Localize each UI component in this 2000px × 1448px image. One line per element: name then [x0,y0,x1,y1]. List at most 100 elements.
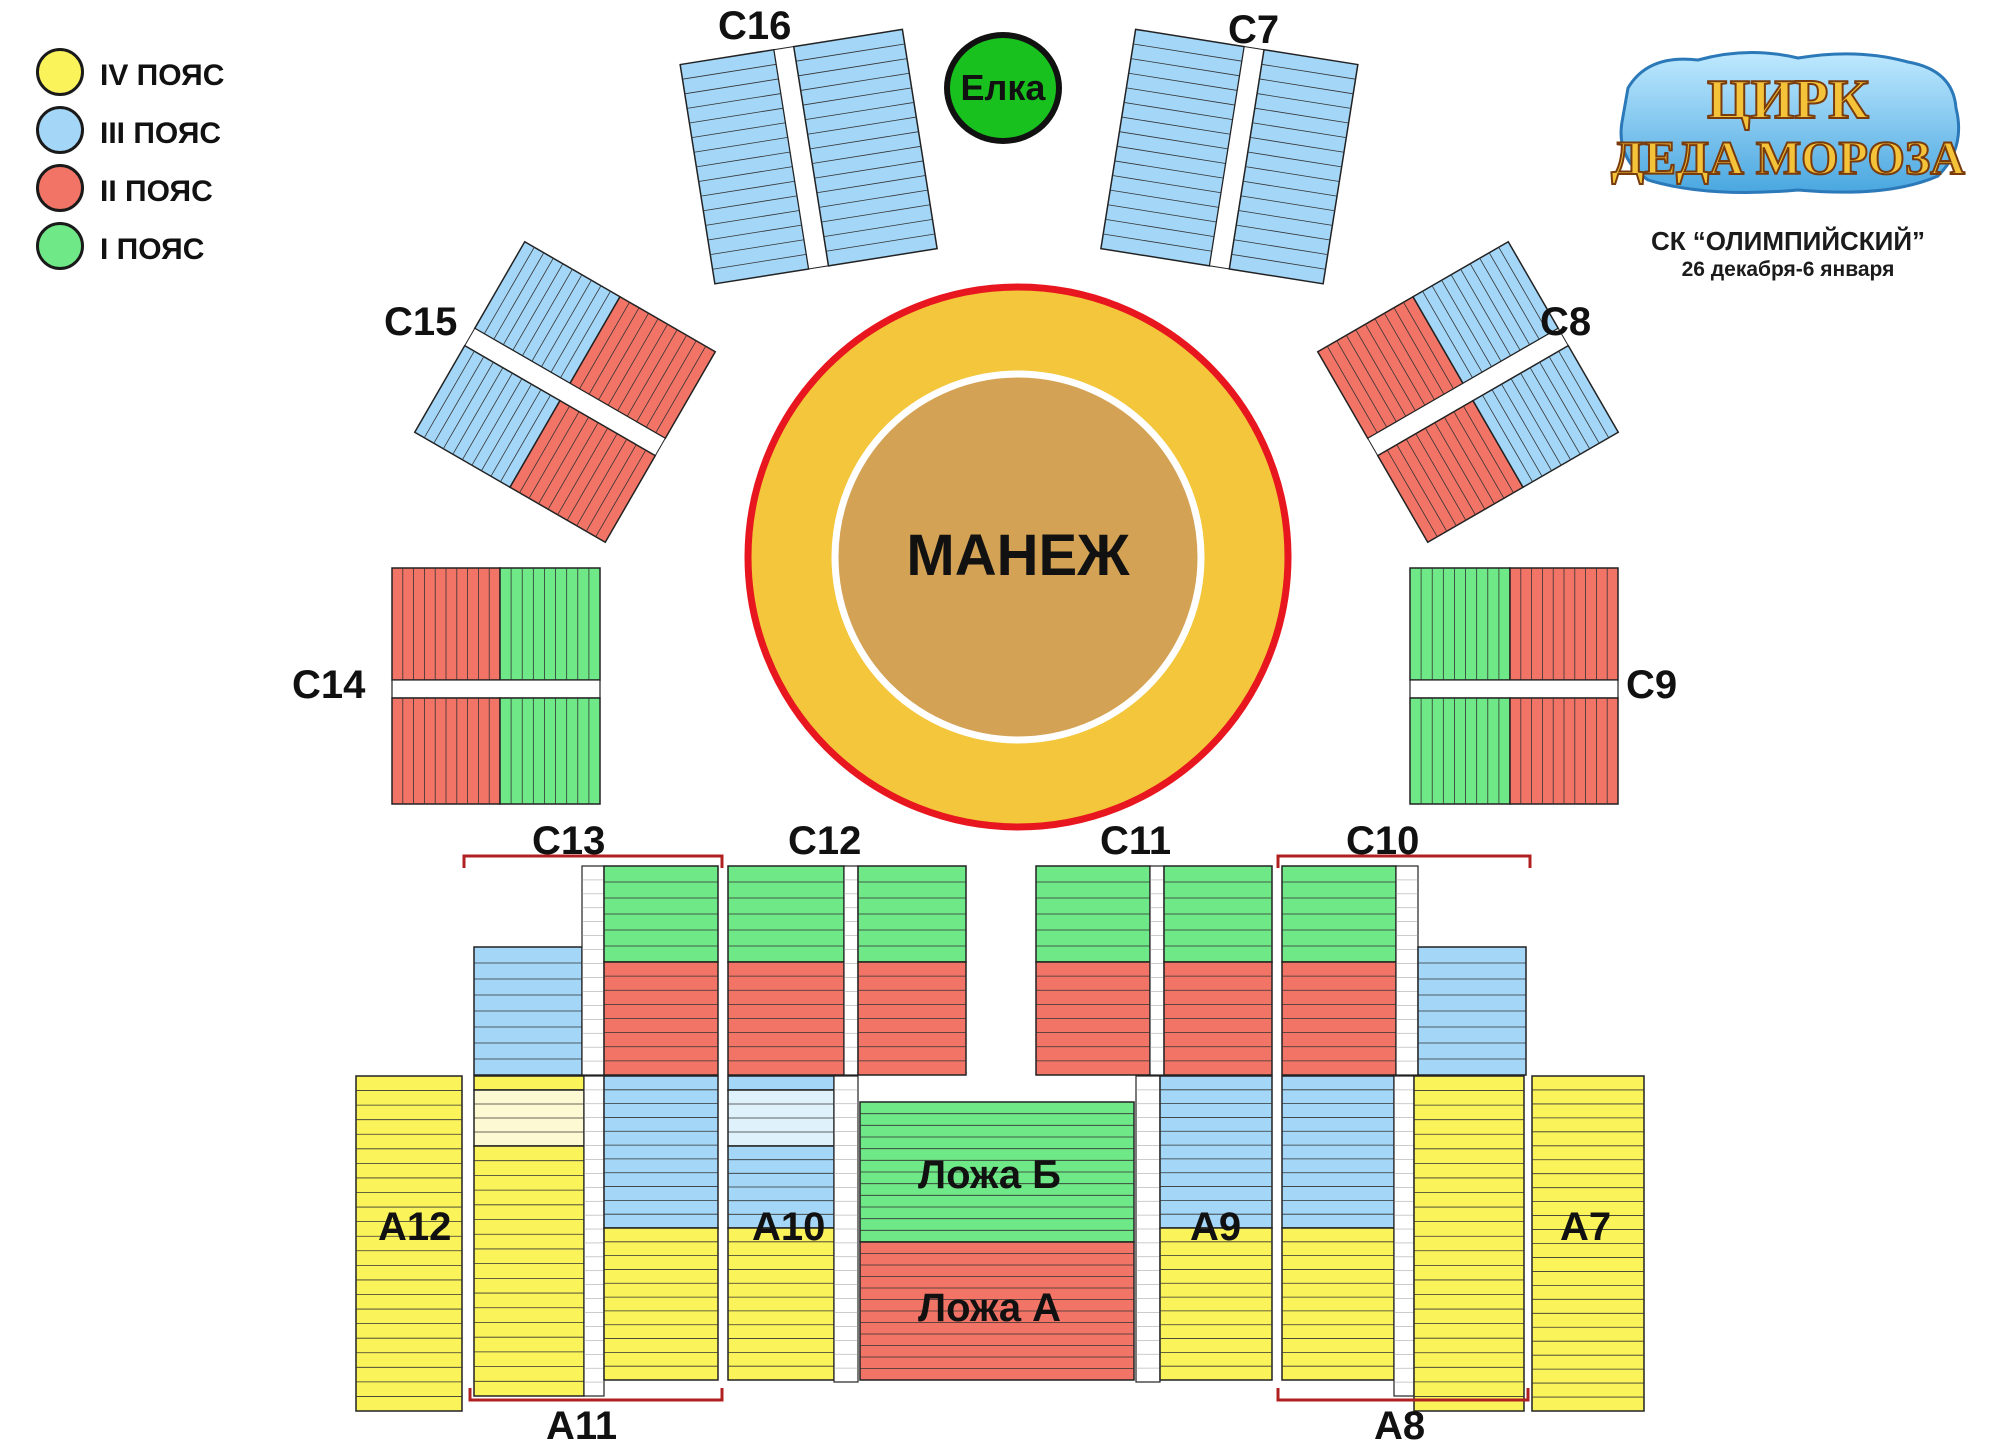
legend-label: I ПОЯС [100,233,205,266]
bracket-c10 [1276,854,1532,868]
sector-label-c13: C13 [532,819,606,863]
legend-item-zone-1: I ПОЯС [36,222,296,278]
sectors-layer [355,28,1645,1412]
sector-c12-red-right [857,961,967,1076]
sector-label-c12: C12 [788,819,862,863]
sector-label-c16: C16 [718,4,792,48]
sector-c12-green-left [727,865,845,963]
sector-a9-row-numbers [1135,1075,1161,1383]
sector-label-c8: C8 [1540,300,1592,344]
sector-label-a7: A7 [1560,1205,1612,1249]
sector-a10-row-numbers [833,1075,859,1383]
logo-ice-shape [1619,50,1961,194]
sector-c14-seat-numbers [391,679,601,699]
sector-c11-green-right [1163,865,1273,963]
sector-c10-blue [1417,946,1527,1076]
sector-c11-row-numbers [1149,865,1165,1076]
event-dates: 26 декабря-6 января [1681,258,1895,281]
sector-a11-yellow-right [603,1227,719,1381]
sector-c12-green-right [857,865,967,963]
legend-item-zone-2: II ПОЯС [36,164,296,220]
sector-c9-top-red [1509,567,1619,681]
legend-swatch-yellow [36,48,84,96]
sector-a11-top-pale [473,1089,585,1147]
legend-swatch-blue [36,106,84,154]
sector-a12-seats [355,1075,463,1412]
sector-label-c10: C10 [1346,819,1420,863]
sector-c11-red-left [1035,961,1151,1076]
sector-label-c9: C9 [1626,663,1678,707]
sector-a9-yellow [1159,1227,1273,1381]
legend-item-zone-3: III ПОЯС [36,106,296,162]
sector-a11-yellow [473,1145,585,1397]
box-label-b: Ложа Б [918,1153,1061,1197]
sector-a11-blue [603,1075,719,1229]
sector-c13-blue [473,946,583,1076]
sector-c9-top-green [1409,567,1511,681]
sector-c9-bottom-green [1409,697,1511,805]
logo-word-1: ЦИРК [1707,69,1869,131]
brand-block: ЦИРК ДЕДА МОРОЗА СК “ОЛИМПИЙСКИЙ” 26 дек… [1608,28,1968,281]
sector-c7-seats [1100,28,1359,285]
sector-c14-top-red [391,567,501,681]
sector-a10-top-blue [727,1075,835,1091]
sector-c13-green [603,865,719,963]
sector-c15-seats [413,240,717,544]
sector-c9-bottom-red [1509,697,1619,805]
sector-c10-green [1281,865,1397,963]
sector-c12-red-left [727,961,845,1076]
sector-c9-seat-numbers [1409,679,1619,699]
sector-c13-row-numbers [581,865,605,1076]
sector-c12-row-numbers [843,865,859,1076]
sector-c11-green-left [1035,865,1151,963]
arena-label: МАНЕЖ [906,523,1130,588]
legend-item-zone-4: IV ПОЯС [36,48,296,104]
circus-logo: ЦИРК ДЕДА МОРОЗА [1610,50,1966,194]
sector-a8-blue [1281,1075,1395,1229]
legend-swatch-green [36,222,84,270]
sector-c11-red-right [1163,961,1273,1076]
sector-a9-blue [1159,1075,1273,1229]
sector-a11-row-numbers [583,1075,605,1397]
sector-label-c7: C7 [1228,8,1280,52]
sector-c14-top-green [499,567,601,681]
sector-label-c15: C15 [384,300,458,344]
sector-c14-bottom-red [391,697,501,805]
arena: МАНЕЖ [744,283,1292,831]
legend-swatch-red [36,164,84,212]
sector-a10-blue [727,1145,835,1229]
sector-label-c11: C11 [1100,819,1172,863]
sector-a7-seats [1531,1075,1645,1412]
arena-ring-floor [831,370,1205,744]
sector-a8-yellow [1413,1075,1525,1412]
sector-label-a8: A8 [1374,1404,1426,1448]
sector-label-a12: A12 [378,1205,452,1249]
sector-label-a11: A11 [546,1404,618,1448]
logo-word-2: ДЕДА МОРОЗА [1611,132,1965,185]
sector-c10-red [1281,961,1397,1076]
christmas-tree-marker: Елка [944,32,1062,144]
sector-c13-red [603,961,719,1076]
sector-c8-seats [1316,240,1620,544]
sector-c14-bottom-green [499,697,601,805]
sector-a11-top-yellow [473,1075,585,1091]
bracket-a11 [468,1388,724,1402]
sector-a10-pale [727,1089,835,1147]
sector-a8-row-numbers [1393,1075,1415,1397]
sector-a10-yellow [727,1227,835,1381]
sector-label-c14: C14 [292,663,366,707]
box-b-seats [859,1101,1135,1243]
sector-label-a9: A9 [1190,1205,1242,1249]
venue-name: СК “ОЛИМПИЙСКИЙ” [1650,226,1926,256]
sector-a8-yellow-left [1281,1227,1395,1381]
sector-label-a10: A10 [752,1205,826,1249]
bracket-c13 [462,854,724,868]
brackets-layer [462,854,1532,1402]
box-a-seats [859,1241,1135,1381]
legend-label: III ПОЯС [100,117,222,150]
bracket-a8 [1276,1388,1530,1402]
legend-label: II ПОЯС [100,175,213,208]
sector-c10-row-numbers [1395,865,1419,1076]
